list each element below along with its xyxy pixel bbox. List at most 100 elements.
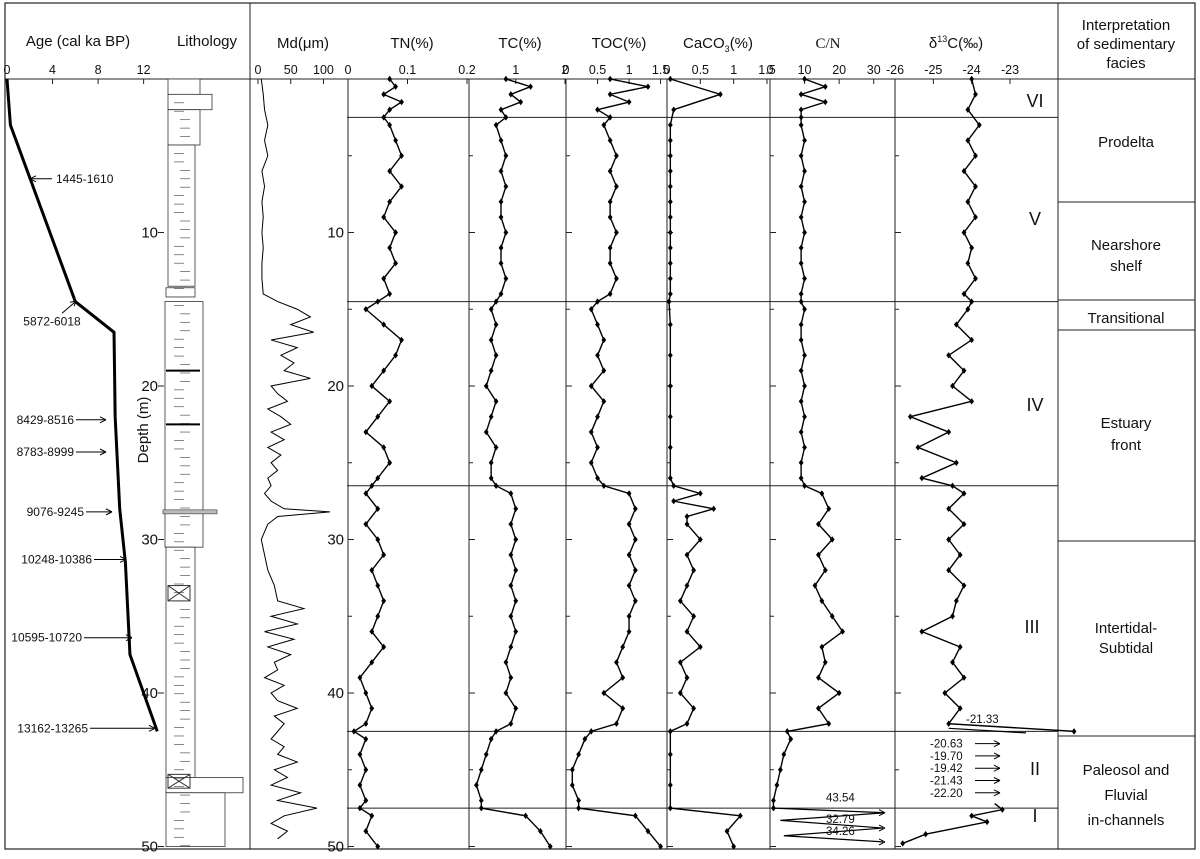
toc-series-point <box>645 83 651 90</box>
d13c-series-point <box>942 689 948 697</box>
tc-series-point <box>508 613 514 620</box>
cn-series-point <box>822 98 828 106</box>
tn-series-point <box>363 306 369 313</box>
caco3-series-point <box>667 213 673 221</box>
d13c-zone-i-point <box>900 840 906 847</box>
cn-series-point <box>840 628 845 635</box>
d13c-series-point <box>976 121 982 129</box>
tc-series-point <box>508 551 514 559</box>
tc-series-point <box>498 137 504 144</box>
tn-series-point <box>399 183 404 190</box>
cn-series-point <box>816 551 821 559</box>
facies-paleosol-1: Paleosol and <box>1083 762 1170 779</box>
caco3-series-point <box>671 497 677 505</box>
toc-series-point <box>626 582 632 589</box>
tn-series-point <box>375 536 381 543</box>
toc-series-point <box>614 275 619 282</box>
toc-series-point <box>620 705 626 712</box>
top-tick-label: 0 <box>4 63 11 77</box>
d13c-series-point <box>961 229 967 236</box>
caco3-series-point <box>667 275 673 282</box>
cn-series-point <box>798 183 804 190</box>
toc-series-point <box>601 367 607 374</box>
d13c-series-point <box>961 490 967 497</box>
toc-series-point <box>607 213 613 221</box>
cn-series-point <box>798 459 804 466</box>
d13c-series-point <box>965 306 971 313</box>
cn-offscale-arrowhead <box>878 824 886 832</box>
caco3-series-point <box>667 75 673 83</box>
tn-series-point <box>363 520 369 528</box>
toc-series-point <box>588 306 594 313</box>
tc-series-point <box>488 413 494 420</box>
top-tick-label: 2 <box>562 63 569 77</box>
tc-series-point <box>503 114 509 121</box>
tn-series-point <box>387 290 393 298</box>
lithology-block <box>165 546 196 778</box>
depth-tick-label-mid: 50 <box>327 839 344 856</box>
d13c-series-point <box>946 352 952 359</box>
cn-series-point <box>784 728 790 735</box>
toc-series-point <box>595 352 600 359</box>
cn-series-point <box>816 705 821 712</box>
top-tick-label: 0.1 <box>399 63 416 77</box>
tn-series-point <box>381 444 387 451</box>
lithology-gap-box <box>167 585 191 602</box>
d13c-series-point <box>946 720 952 727</box>
header-tn: TN(%) <box>390 35 433 52</box>
cn-series-point <box>798 152 804 159</box>
lithology-gap-cross <box>167 585 191 602</box>
caco3-series-point <box>684 520 690 528</box>
header-tc: TC(%) <box>498 35 541 52</box>
caco3-series-point <box>684 628 690 635</box>
age-sample-label: 13162-13265 <box>17 721 88 735</box>
tc-series-point <box>503 275 509 282</box>
d13c-series-point <box>950 382 955 390</box>
tc-series-point <box>488 306 494 313</box>
caco3-series-point <box>684 551 690 559</box>
toc-series-point <box>595 321 600 328</box>
toc-series-point <box>595 298 600 305</box>
cn-series-point <box>829 613 835 620</box>
facies-estuary-1: Estuary <box>1101 415 1152 432</box>
caco3-series-point <box>737 812 743 819</box>
tn-series-point <box>369 812 375 819</box>
tc-series-point <box>513 597 519 605</box>
toc-series-point <box>626 490 632 497</box>
d13c-series-point <box>973 91 978 98</box>
toc-series-point <box>607 75 613 83</box>
caco3-series-point <box>697 536 703 543</box>
tc-series-point <box>478 766 484 773</box>
facies-estuary-2: front <box>1111 437 1142 454</box>
d13c-series-line <box>908 78 1075 733</box>
tn-series-point <box>357 751 363 758</box>
caco3-series-point <box>684 513 690 520</box>
md-series-line <box>260 78 331 840</box>
d13c-offscale-label: -21.33 <box>966 714 999 726</box>
toc-series-point <box>601 689 607 697</box>
caco3-series-point <box>667 229 673 236</box>
toc-series-point <box>632 505 638 512</box>
cn-series-point <box>802 352 807 359</box>
caco3-series-point <box>667 198 673 205</box>
proxy-series <box>260 75 1077 850</box>
tn-series-point <box>369 705 375 712</box>
tc-series-point <box>537 827 543 835</box>
toc-series-point <box>607 137 613 144</box>
caco3-series-point <box>691 567 697 574</box>
tn-series-point <box>363 735 369 743</box>
tn-series-point <box>381 91 387 98</box>
tc-series-point <box>498 244 504 252</box>
tc-series-point <box>478 797 484 804</box>
caco3-series-point <box>667 781 673 789</box>
caco3-series-point <box>667 728 673 735</box>
d13c-series-point <box>969 336 975 344</box>
tn-series-point <box>387 244 393 252</box>
tc-series-point <box>498 198 504 205</box>
d13c-offscale-arrowhead <box>993 740 1001 748</box>
tc-series-point <box>513 536 519 543</box>
caco3-series-point <box>667 352 673 359</box>
toc-series-point <box>588 428 594 436</box>
tn-series-point <box>393 83 398 90</box>
cn-series-point <box>812 582 818 589</box>
